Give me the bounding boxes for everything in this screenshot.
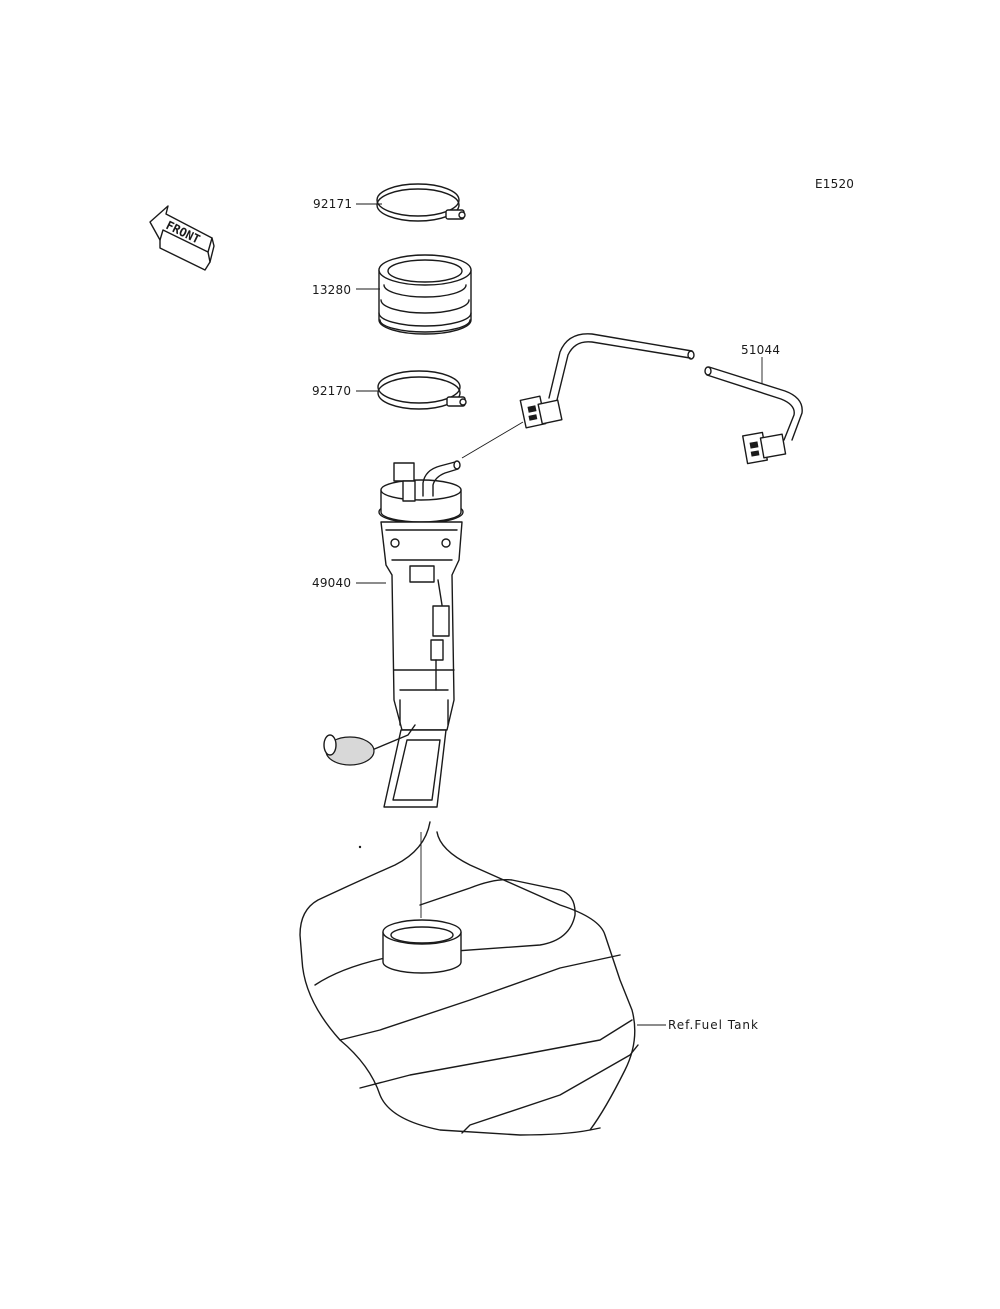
part-number-label: 13280 [312,283,352,297]
part-number-label: 92171 [313,197,353,211]
part-number-label: 49040 [312,576,352,590]
lower-hose-clamp [377,370,467,410]
fuel-pump-assembly [323,460,464,808]
diagram-code: E1520 [815,177,855,191]
part-number-label: 51044 [741,343,781,357]
part-number-label: 92170 [312,384,352,398]
front-arrow-icon: FRONT [149,205,215,271]
reference-fuel-tank [299,821,639,1136]
fuel-hose [519,333,803,465]
reference-label: Ref.Fuel Tank [668,1018,759,1032]
upper-hose-clamp [376,183,466,222]
pump-seal [378,254,472,335]
